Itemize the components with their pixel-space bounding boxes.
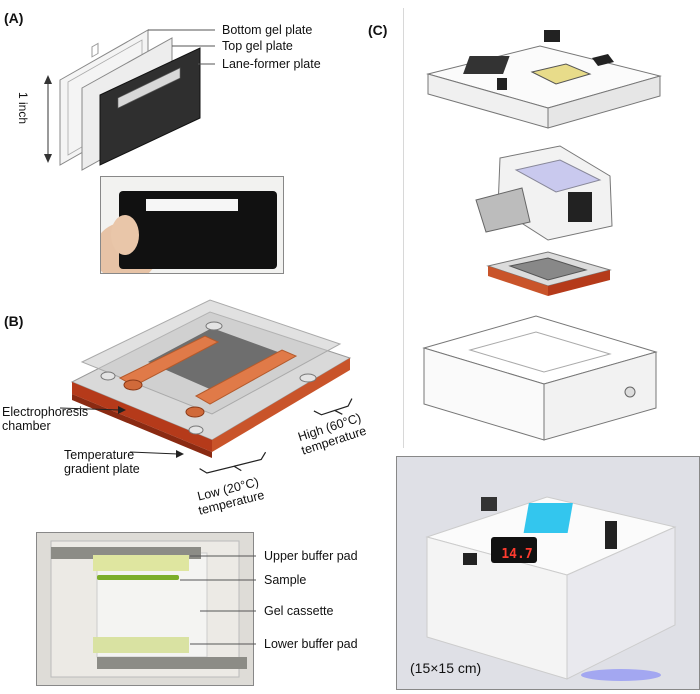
- size-caption: (15×15 cm): [410, 660, 482, 676]
- lane-former-photo-art: [101, 191, 277, 273]
- callout-electrophoresis-chamber: Electrophoresis chamber: [2, 405, 89, 433]
- gel-cassette-photo-art: [50, 540, 247, 678]
- callout-bottom-gel-plate: Bottom gel plate: [222, 23, 313, 37]
- panel-b-label: (B): [4, 313, 24, 329]
- gel-cassette-photo: [36, 532, 254, 686]
- callout-temperature-gradient-plate: Temperature gradient plate: [64, 448, 140, 476]
- assembled-device-photo-art: [397, 457, 699, 689]
- callout-upper-buffer-pad: Upper buffer pad: [264, 549, 358, 563]
- lane-former-photo: [100, 176, 284, 274]
- panel-c-label: (C): [368, 22, 388, 38]
- panel-divider: [403, 8, 404, 448]
- assembled-device-photo: [396, 456, 700, 690]
- callout-lower-buffer-pad: Lower buffer pad: [264, 637, 358, 651]
- callout-gel-cassette: Gel cassette: [264, 604, 334, 618]
- led-display-readout: 14.7: [501, 547, 533, 562]
- callout-lane-former-plate: Lane-former plate: [222, 57, 321, 71]
- callout-sample: Sample: [264, 573, 307, 587]
- callout-top-gel-plate: Top gel plate: [222, 39, 293, 53]
- panel-a-label: (A): [4, 10, 24, 26]
